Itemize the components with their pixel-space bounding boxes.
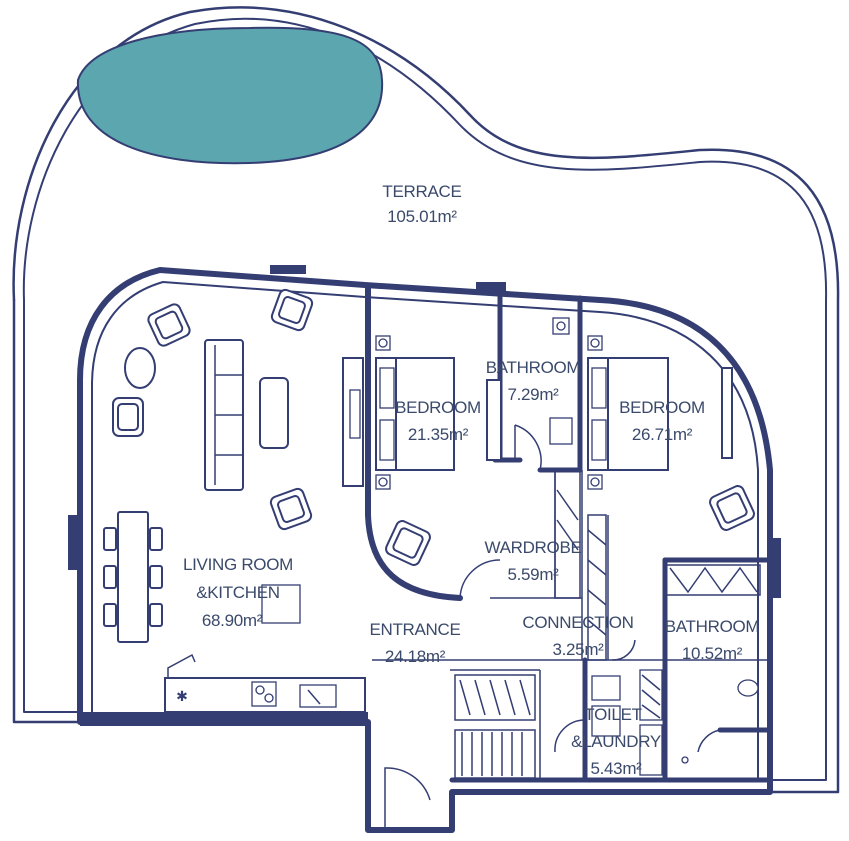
- entrance-name: ENTRANCE: [369, 620, 460, 639]
- wardrobe-area: 5.59m²: [507, 565, 559, 584]
- entrance-area: 24.18m²: [385, 647, 446, 666]
- pool-shape: [76, 26, 384, 165]
- toilet-name-line1: TOILET: [584, 705, 641, 724]
- bedroom1-area: 21.35m²: [408, 425, 469, 444]
- dining-table-icon: [103, 511, 163, 643]
- stove-icon: ✱: [164, 584, 366, 713]
- toilet-area: 5.43m²: [590, 759, 642, 778]
- bed-icon: [342, 335, 733, 490]
- door-swing-icon: [384, 424, 721, 830]
- terrace-name: TERRACE: [382, 182, 461, 201]
- connection-name: CONNECTION: [522, 613, 633, 632]
- terrace-area: 105.01m²: [387, 207, 457, 226]
- bedroom2-name: BEDROOM: [619, 398, 705, 417]
- storage-hatch: [454, 469, 761, 779]
- toilet-name-line2: &LAUNDRY: [571, 732, 661, 751]
- room-labels: TERRACE 105.01m² LIVING ROOM &KITCHEN 68…: [183, 182, 760, 778]
- bathroom2-area: 10.52m²: [682, 644, 743, 663]
- living-name-line1: LIVING ROOM: [183, 555, 293, 574]
- shower-icon: [639, 669, 663, 721]
- bedroom2-area: 26.71m²: [632, 425, 693, 444]
- toilet-icon: [549, 317, 759, 776]
- armchair-icon: [112, 288, 755, 566]
- svg-text:✱: ✱: [176, 689, 188, 705]
- wardrobe-name: WARDROBE: [484, 538, 581, 557]
- bathroom1-name: BATHROOM: [486, 358, 581, 377]
- interior-walls: [365, 285, 773, 783]
- connection-area: 3.25m²: [552, 640, 604, 659]
- bathroom1-area: 7.29m²: [507, 385, 559, 404]
- sofa-icon: [204, 339, 289, 491]
- living-name-line2: &KITCHEN: [196, 583, 280, 602]
- building-walls: [68, 265, 781, 833]
- bathroom2-name: BATHROOM: [665, 617, 760, 636]
- bedroom1-name: BEDROOM: [395, 398, 481, 417]
- living-area: 68.90m²: [202, 611, 263, 630]
